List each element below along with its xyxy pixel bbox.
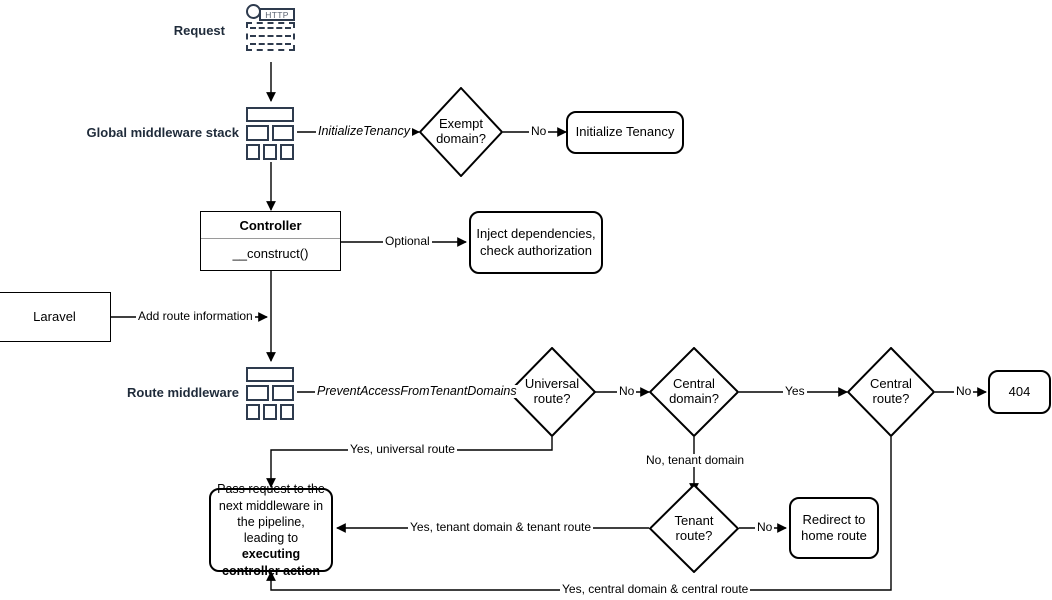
edge-label-yes-universal-route: Yes, universal route (348, 442, 457, 456)
stack-row-1 (246, 107, 294, 122)
node-controller[interactable]: Controller __construct() (200, 211, 341, 271)
stack-row-1 (246, 367, 294, 382)
pass-request-emphasis: executing controller action (222, 547, 320, 578)
decision-tenant-route[interactable]: Tenant route? (649, 484, 739, 573)
controller-method: __construct() (232, 246, 309, 261)
diamond-shape (649, 484, 739, 573)
node-pass-request[interactable]: Pass request to the next middleware in t… (209, 482, 333, 578)
edge-label-universal-no: No (617, 384, 637, 398)
diamond-shape (649, 347, 739, 437)
role-label-route-middleware: Route middleware (127, 385, 239, 400)
stack-cell (280, 144, 294, 160)
edge-label-initialize-tenancy: InitializeTenancy (316, 124, 412, 138)
decision-label: Central route? (870, 376, 912, 406)
stack-cell (271, 125, 294, 141)
node-laravel[interactable]: Laravel (0, 292, 111, 342)
stack-cell (246, 125, 269, 141)
stack-row-3 (246, 404, 294, 420)
http-icon-line (250, 35, 291, 37)
stack-cell (246, 404, 260, 420)
edge-label-optional: Optional (383, 234, 432, 248)
edge-label-add-route-information: Add route information (136, 309, 255, 323)
pass-request-text: Pass request to the next middleware in t… (216, 481, 326, 579)
decision-exempt-domain[interactable]: Exempt domain? (419, 87, 503, 177)
edge-label-yes-tenant-domain-tenant-route: Yes, tenant domain & tenant route (408, 520, 594, 534)
http-icon-head: HTTP (246, 4, 295, 22)
decision-label: Tenant route? (674, 512, 714, 543)
stack-cell (246, 385, 269, 401)
node-initialize-tenancy[interactable]: Initialize Tenancy (566, 111, 684, 154)
edge-label-prevent-access: PreventAccessFromTenantDomains (315, 384, 519, 398)
stack-cell (263, 144, 277, 160)
edge-label-no-tenant-domain: No, tenant domain (644, 453, 747, 467)
role-label-global-middleware: Global middleware stack (86, 125, 239, 140)
global-middleware-stack-icon (246, 107, 294, 163)
edge-label-tenant-route-no: No (755, 520, 775, 534)
role-label-request: Request (173, 23, 225, 38)
edge-label-central-route-no: No (954, 384, 974, 398)
edge-label-yes-central-domain-central-route: Yes, central domain & central route (560, 582, 751, 596)
stack-cell (263, 404, 277, 420)
diamond-shape (847, 347, 935, 437)
decision-central-domain[interactable]: Central domain? (649, 347, 739, 437)
diamond-shape (508, 347, 596, 437)
diamond-shape (419, 87, 503, 177)
decision-label: Exempt domain? (436, 116, 486, 146)
decision-central-route[interactable]: Central route? (847, 347, 935, 437)
decision-universal-route[interactable]: Universal route? (508, 347, 596, 437)
pass-request-prefix: Pass request to the next middleware in t… (217, 482, 325, 545)
stack-cell (246, 107, 294, 122)
decision-label: Central domain? (669, 376, 719, 406)
http-request-icon: HTTP (246, 4, 295, 51)
stack-cell (246, 144, 260, 160)
controller-title: Controller (201, 212, 340, 239)
stack-cell (246, 367, 294, 382)
stack-row-3 (246, 144, 294, 160)
stack-cell (271, 385, 294, 401)
stack-row-2 (246, 125, 294, 141)
edge-label-central-domain-yes: Yes (783, 384, 807, 398)
http-icon-body (246, 22, 295, 51)
stack-row-2 (246, 385, 294, 401)
node-404[interactable]: 404 (988, 370, 1051, 414)
route-middleware-stack-icon (246, 367, 294, 423)
http-protocol-label: HTTP (259, 8, 295, 21)
stack-cell (280, 404, 294, 420)
http-icon-line (250, 27, 291, 29)
http-icon-line (250, 43, 291, 45)
decision-label: Universal route? (524, 376, 580, 406)
edge-label-exempt-no: No (529, 124, 549, 138)
node-redirect-home[interactable]: Redirect to home route (789, 497, 879, 559)
node-inject-dependencies[interactable]: Inject dependencies, check authorization (469, 211, 603, 274)
